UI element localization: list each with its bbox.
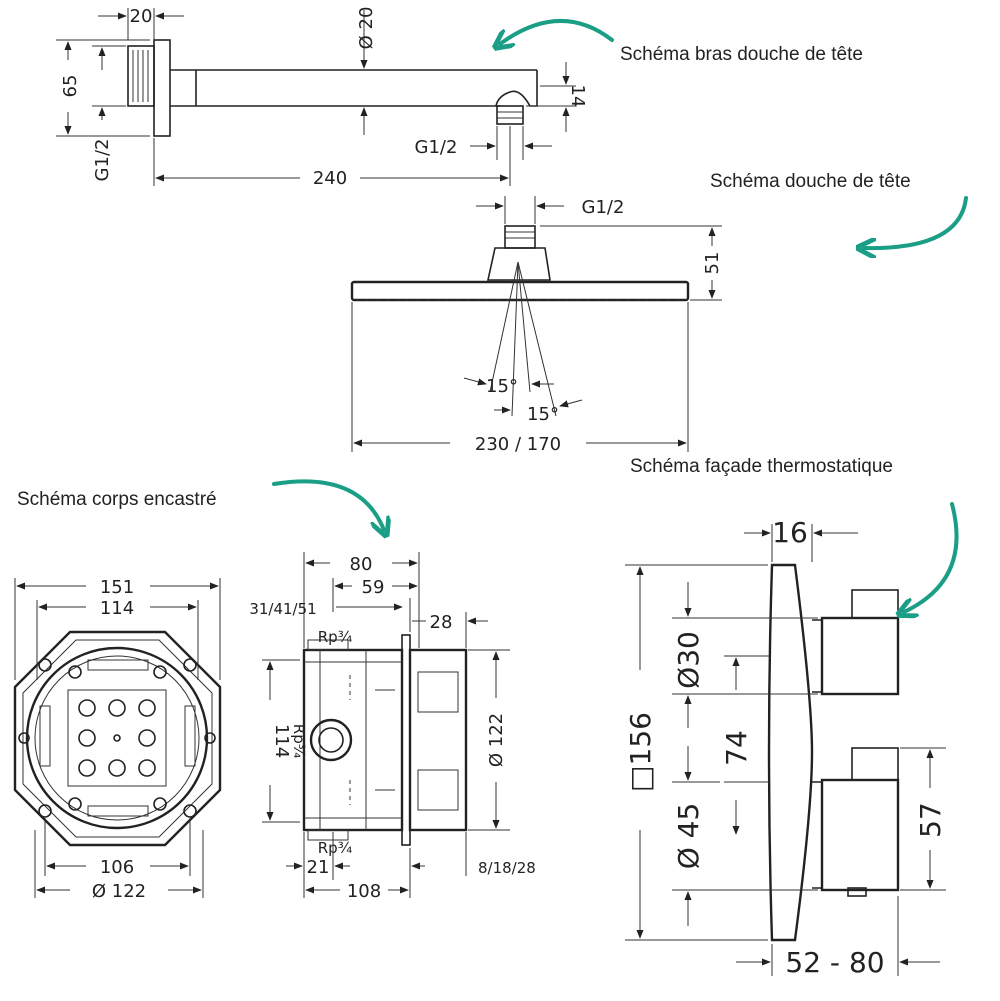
valve-body-front-drawing: 151 114 106 Ø 122 xyxy=(13,577,222,902)
body-ring xyxy=(25,646,209,830)
dim-114-side: 114 xyxy=(271,724,292,758)
arm-thread-connector xyxy=(127,45,155,107)
body-octagon xyxy=(13,630,222,847)
label-rp-bottom: Rp¾ xyxy=(318,839,353,857)
caption-facade: Schéma façade thermostatique xyxy=(630,456,893,477)
dim-57: 57 xyxy=(914,802,947,838)
dim-31-41-51: 31/41/51 xyxy=(249,600,316,618)
dim-52-80: 52 - 80 xyxy=(785,946,884,979)
arrow-to-facade xyxy=(904,502,959,612)
dim-108: 108 xyxy=(347,881,381,902)
dim-width-230-170: 230 / 170 xyxy=(475,434,561,455)
shower-head-drawing: G1/2 51 15° 15° 230 / 170 xyxy=(350,196,723,455)
arrow-to-head xyxy=(864,196,968,248)
arm-wall-flange xyxy=(153,39,171,137)
body-side-cartridge xyxy=(408,648,468,832)
dim-156: □156 xyxy=(624,712,657,792)
dim-g12-head: G1/2 xyxy=(582,197,625,218)
facade-plate xyxy=(767,563,814,942)
head-joint xyxy=(487,247,551,281)
dim-21: 21 xyxy=(307,857,330,878)
dim-65: 65 xyxy=(60,75,81,98)
caption-arm: Schéma bras douche de tête xyxy=(620,44,863,65)
body-side-inlet xyxy=(309,718,353,762)
body-side-flange xyxy=(401,634,411,846)
head-connector xyxy=(504,225,536,249)
thermostat-facade-drawing: 16 □156 Ø30 74 Ø 45 57 52 xyxy=(624,516,947,979)
body-holes xyxy=(18,658,216,818)
angle-15-a: 15° xyxy=(486,376,518,397)
dim-14: 14 xyxy=(567,85,588,108)
shower-arm-drawing: 20 Ø 20 65 G1/2 14 G1/2 240 xyxy=(56,6,588,189)
facade-handle-top xyxy=(820,616,900,696)
dim-g12-left: G1/2 xyxy=(92,139,113,182)
caption-body: Schéma corps encastré xyxy=(17,489,217,510)
dim-106: 106 xyxy=(100,857,134,878)
arm-elbow xyxy=(495,70,538,107)
dim-diameter-45: Ø 45 xyxy=(672,803,705,870)
arrow-to-arm xyxy=(500,19,614,44)
dim-diameter-30: Ø30 xyxy=(672,631,705,689)
arm-outlet xyxy=(496,105,524,125)
dim-diameter-122-side: Ø 122 xyxy=(486,713,507,767)
arrow-to-body xyxy=(272,479,384,530)
dim-diameter-20: Ø 20 xyxy=(356,7,377,50)
label-rp-left: Rp¾ xyxy=(290,724,308,759)
dim-114-front: 114 xyxy=(100,598,134,619)
dim-80: 80 xyxy=(350,554,373,575)
dim-240: 240 xyxy=(313,168,347,189)
dim-8-18-28: 8/18/28 xyxy=(478,859,536,877)
dim-59: 59 xyxy=(362,577,385,598)
facade-handle-bottom xyxy=(820,778,900,892)
angle-15-b: 15° xyxy=(527,404,559,425)
label-rp-top: Rp¾ xyxy=(318,628,353,646)
dim-20: 20 xyxy=(130,6,153,27)
valve-body-side-drawing: 80 59 31/41/51 28 Rp¾ Rp¾ 114 Rp¾ Ø 122 xyxy=(249,552,536,902)
dim-28: 28 xyxy=(430,612,453,633)
dim-74: 74 xyxy=(720,730,753,766)
dim-g12-bottom: G1/2 xyxy=(415,137,458,158)
dim-151: 151 xyxy=(100,577,134,598)
dim-diameter-122-front: Ø 122 xyxy=(92,881,146,902)
dim-16: 16 xyxy=(772,516,808,549)
dim-51: 51 xyxy=(702,252,723,275)
caption-head: Schéma douche de tête xyxy=(710,171,911,192)
